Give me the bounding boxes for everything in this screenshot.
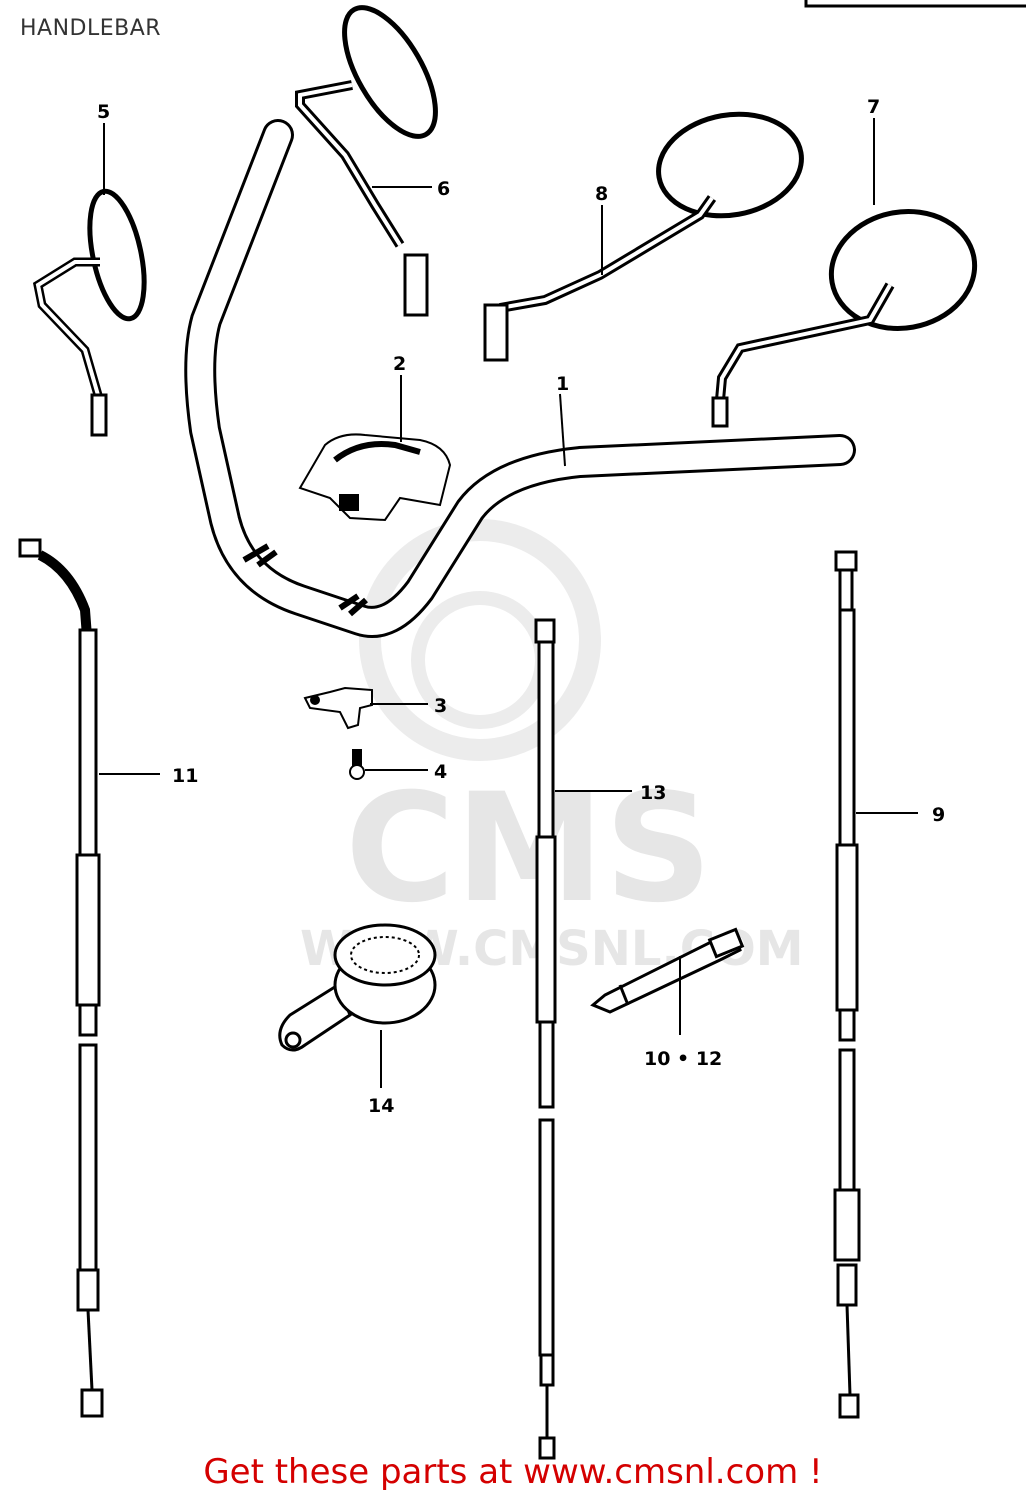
strap-part	[590, 927, 745, 1014]
mirror-center-part	[295, 5, 438, 317]
callout-label: 14	[368, 1095, 394, 1117]
cable-9-part	[833, 550, 861, 1419]
bracket-part	[303, 686, 373, 730]
callout-label: 3	[434, 695, 447, 717]
handlebar-part	[184, 119, 856, 638]
callout-label: 13	[640, 782, 666, 804]
callout-label: 7	[867, 96, 880, 118]
cable-13-part	[534, 618, 557, 1460]
watermark-logo-text: CMS	[345, 762, 712, 936]
callout-label: 8	[595, 183, 608, 205]
switch-housing-part	[278, 923, 437, 1052]
callout-label: 9	[932, 804, 945, 826]
callout-leader-lines	[99, 118, 918, 1088]
callout-label: 4	[434, 761, 447, 783]
callout-label: 1	[556, 373, 569, 395]
mirror-left-part	[32, 188, 147, 437]
footer-cta-link[interactable]: Get these parts at www.cmsnl.com !	[203, 1452, 823, 1492]
cable-11-part	[18, 538, 104, 1418]
mirror-right-center-part	[483, 111, 804, 362]
callout-label: 10 • 12	[644, 1048, 722, 1070]
frame-corner	[804, 0, 1026, 8]
callout-label: 6	[437, 178, 450, 200]
handlebar-holder-part	[298, 433, 452, 522]
callout-label: 2	[393, 353, 406, 375]
callout-label: 11	[172, 765, 198, 787]
screw-part	[349, 749, 365, 780]
callout-label: 5	[97, 101, 110, 123]
mirror-right-part	[711, 209, 978, 428]
callout-numbers: 1 2 3 4 5 6 7 8 9 10 • 12 11 13 14	[97, 96, 945, 1117]
page-title: HANDLEBAR	[20, 16, 162, 41]
